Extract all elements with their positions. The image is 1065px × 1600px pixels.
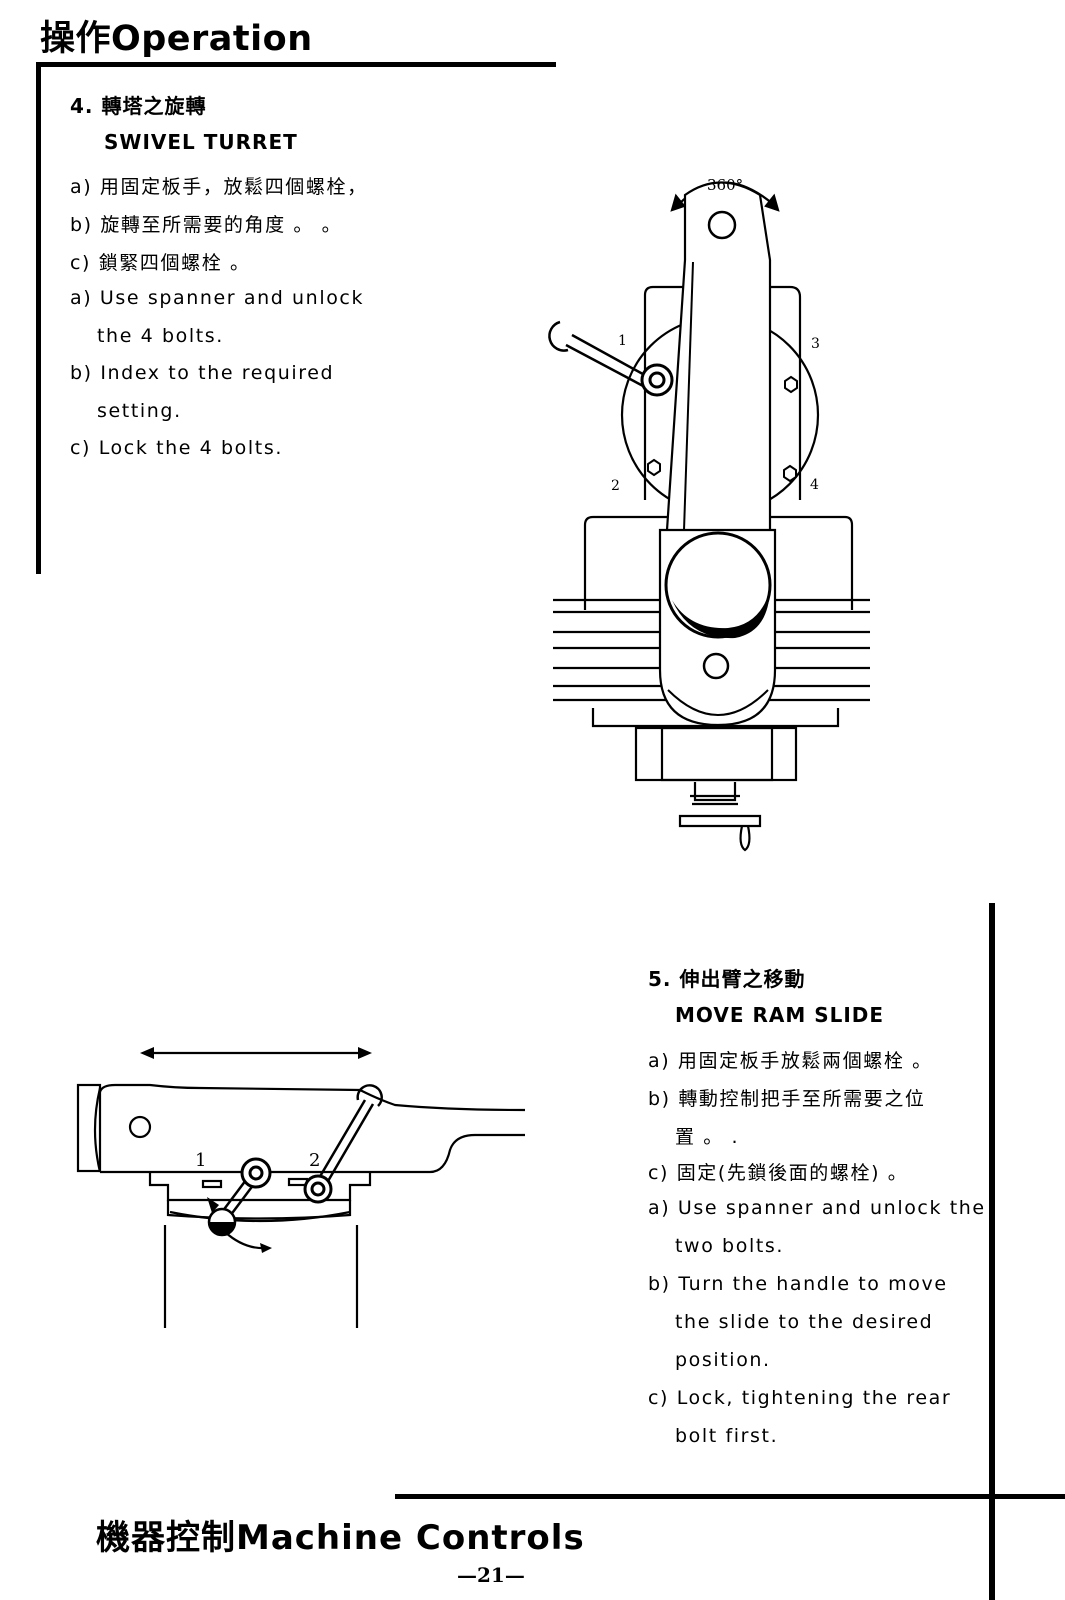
section4-heading-en: SWIVEL TURRET: [104, 130, 298, 154]
footer-rule: [395, 1494, 1065, 1499]
section5-step: c) 固定(先鎖後面的螺栓) 。: [648, 1162, 909, 1184]
section4-step: a) 用固定板手，放鬆四個螺栓，: [70, 176, 368, 198]
section4-step: c) 鎖緊四個螺栓 。: [70, 252, 251, 274]
ram-bolt-label-1: 1: [195, 1150, 206, 1171]
section5-right-rule: [989, 903, 995, 1600]
section4-step: b) 旋轉至所需要的角度 。 。: [70, 214, 343, 236]
section5-step: the slide to the desired: [675, 1311, 934, 1333]
section4-step: a) Use spanner and unlock: [70, 287, 365, 309]
section5-step: bolt first.: [675, 1425, 779, 1447]
page-number: —21—: [457, 1563, 525, 1587]
section5-step: c) Lock, tightening the rear: [648, 1387, 952, 1409]
section5-step: position.: [675, 1349, 771, 1371]
section4-step: b) Index to the required: [70, 362, 335, 384]
turret-illustration: 360° 1 2 3 4: [548, 176, 870, 852]
angle-label: 360°: [707, 176, 743, 194]
bolt-label-1: 1: [618, 333, 627, 349]
section5-step: a) Use spanner and unlock the: [648, 1197, 986, 1219]
ram-slide-illustration: 1 2: [76, 1047, 526, 1328]
section5-heading-en: MOVE RAM SLIDE: [675, 1003, 885, 1027]
bolt-label-2: 2: [611, 478, 620, 494]
section4-left-rule: [36, 62, 41, 574]
section5-step: a) 用固定板手放鬆兩個螺栓 。: [648, 1050, 933, 1072]
section4-step: the 4 bolts.: [97, 325, 224, 347]
header-rule: [36, 62, 556, 67]
section5-heading-zh: 5. 伸出臂之移動: [648, 967, 806, 991]
bolt-label-3: 3: [811, 336, 820, 352]
section5-step: b) Turn the handle to move: [648, 1273, 948, 1295]
section5-step: two bolts.: [675, 1235, 785, 1257]
bolt-label-4: 4: [810, 477, 819, 493]
footer-title: 機器控制Machine Controls: [96, 1518, 585, 1558]
section4-step: c) Lock the 4 bolts.: [70, 437, 283, 459]
ram-bolt-label-2: 2: [309, 1150, 320, 1171]
section4-step: setting.: [97, 400, 182, 422]
section5-step: b) 轉動控制把手至所需要之位: [648, 1088, 926, 1110]
page-header-title: 操作Operation: [40, 19, 313, 59]
section4-heading-zh: 4. 轉塔之旋轉: [70, 94, 207, 118]
section5-step: 置 。 .: [675, 1126, 740, 1148]
